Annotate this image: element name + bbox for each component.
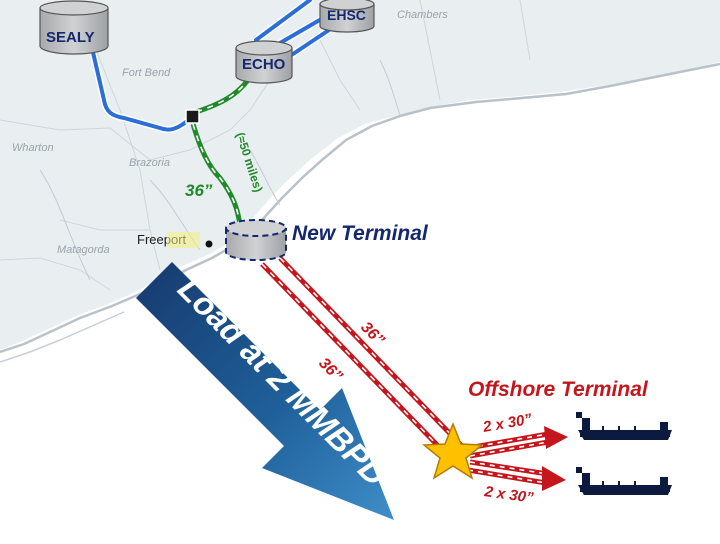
red-offshore-pipelines <box>260 256 464 454</box>
land-area <box>0 0 720 350</box>
county-label-brazoria: Brazoria <box>129 157 170 169</box>
tanker-pipeline-lower-size: 2 x 30” <box>482 483 535 507</box>
freeport-highlight-mark <box>167 232 200 248</box>
county-label-fort-bend: Fort Bend <box>122 67 171 79</box>
coastline <box>0 62 720 354</box>
tanker-ship-lower <box>576 467 672 495</box>
tank-echo <box>235 40 293 84</box>
new-terminal-label: New Terminal <box>292 222 429 245</box>
offshore-terminal-star <box>422 421 484 480</box>
county-label-wharton: Wharton <box>12 142 54 154</box>
tank-sealy <box>39 0 109 55</box>
tanker-pipelines <box>467 426 568 491</box>
offshore-pipeline-lower-size: 36” <box>315 355 345 385</box>
freeport-marker <box>205 240 213 248</box>
arrowhead-upper <box>544 426 568 449</box>
county-label-chambers: Chambers <box>397 9 448 21</box>
county-label-matagorda: Matagorda <box>57 244 110 256</box>
tank-label-echo: ECHO <box>242 56 286 73</box>
tanker-ship-upper <box>576 412 672 440</box>
offshore-terminal-label: Offshore Terminal <box>468 378 649 401</box>
pipeline-hub-node <box>185 109 200 124</box>
load-arrow <box>136 262 394 520</box>
arrowhead-lower <box>542 466 566 491</box>
onshore-pipeline-size: 36” <box>185 181 213 200</box>
tank-ehsc <box>319 0 375 33</box>
tank-label-ehsc: EHSC <box>327 7 366 23</box>
tanker-pipeline-upper-size: 2 x 30” <box>481 411 534 437</box>
rivers <box>39 59 401 281</box>
barrier-island <box>0 311 125 363</box>
green-pipeline <box>190 78 250 227</box>
new-terminal-tank <box>225 219 287 261</box>
freeport-label-prefix: Free <box>137 232 164 247</box>
tank-label-sealy: SEALY <box>46 29 95 46</box>
county-boundaries <box>0 0 531 291</box>
